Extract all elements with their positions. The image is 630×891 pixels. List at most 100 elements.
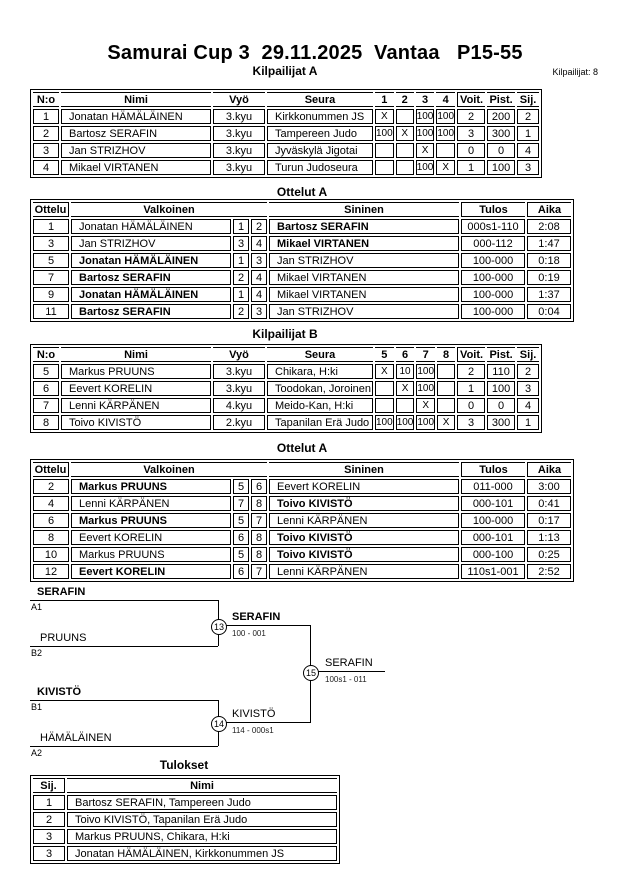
match-time: 1:37	[527, 287, 571, 302]
bracket-player-name: PRUUNS	[40, 632, 87, 644]
result-name: Markus PRUUNS, Chikara, H:ki	[67, 829, 337, 844]
competitor-club: Jyväskylä Jigotai	[267, 143, 373, 158]
column-header: Nimi	[61, 347, 211, 362]
match-winner-name: KIVISTÖ	[232, 708, 276, 720]
column-header: Ottelu	[33, 202, 69, 217]
points-cell: 100	[487, 381, 516, 396]
blue-player-number: 7	[251, 564, 267, 579]
competitor-club: Tampereen Judo	[267, 126, 373, 141]
blue-player-number: 4	[251, 287, 267, 302]
blue-player-name: Toivo KIVISTÖ	[269, 547, 459, 562]
column-header: Aika	[527, 202, 571, 217]
competitor-name: Lenni KÄRPÄNEN	[61, 398, 211, 413]
match-result: 000s1-110	[461, 219, 525, 234]
bracket-line	[30, 700, 218, 701]
column-header: Vyö	[213, 92, 265, 107]
match-number: 11	[33, 304, 69, 319]
competitor-belt: 3.kyu	[213, 364, 265, 379]
pool-b-title: Kilpailijat B	[252, 327, 318, 341]
column-header: 5	[375, 347, 394, 362]
competitor-number: 4	[33, 160, 59, 175]
pool-result-cell: X	[395, 126, 414, 141]
white-player-name: Markus PRUUNS	[71, 479, 231, 494]
competitor-club: Chikara, H:ki	[267, 364, 373, 379]
points-cell: 110	[487, 364, 516, 379]
pool-result-cell	[395, 160, 414, 175]
white-player-number: 5	[233, 513, 249, 528]
match-result: 000-101	[461, 530, 525, 545]
result-name: Jonatan HÄMÄLÄINEN, Kirkkonummen JS	[67, 846, 337, 861]
pool-result-cell: X	[437, 415, 456, 430]
pool-result-cell	[375, 143, 394, 158]
competitor-name: Markus PRUUNS	[61, 364, 211, 379]
blue-player-number: 8	[251, 547, 267, 562]
pool-result-cell: X	[416, 398, 436, 413]
pool-result-cell: X	[395, 381, 415, 396]
blue-player-number: 4	[251, 236, 267, 251]
match-time: 0:41	[527, 496, 571, 511]
match-time: 0:18	[527, 253, 571, 268]
match-time: 0:17	[527, 513, 571, 528]
match-result: 000-100	[461, 547, 525, 562]
place-cell: 4	[517, 143, 540, 158]
blue-player-name: Mikael VIRTANEN	[269, 287, 459, 302]
competitor-name: Eevert KORELIN	[61, 381, 211, 396]
match-result: 100-000	[461, 513, 525, 528]
column-header: Sij.	[517, 347, 540, 362]
bracket-line	[30, 600, 218, 601]
match-result: 100-000	[461, 287, 525, 302]
blue-player-number: 8	[251, 530, 267, 545]
competitor-belt: 4.kyu	[213, 398, 265, 413]
column-header: Seura	[267, 92, 373, 107]
column-header: Pist.	[487, 92, 516, 107]
competitor-belt: 3.kyu	[213, 126, 265, 141]
pool-result-cell: X	[436, 160, 456, 175]
pool-result-cell: 100	[416, 381, 436, 396]
competitor-club: Kirkkonummen JS	[267, 109, 373, 124]
bracket-player-name: SERAFIN	[37, 586, 86, 598]
place-cell: 2	[517, 109, 540, 124]
blue-player-name: Eevert KORELIN	[269, 479, 459, 494]
match-winner-name: SERAFIN	[232, 611, 281, 623]
pool-result-cell	[395, 398, 415, 413]
white-player-number: 5	[233, 547, 249, 562]
pool-result-cell	[375, 160, 394, 175]
column-header: Sij.	[33, 778, 65, 793]
blue-player-number: 2	[251, 219, 267, 234]
result-place: 1	[33, 795, 65, 810]
wins-cell: 2	[457, 364, 486, 379]
match-score: 100 - 001	[232, 629, 266, 638]
competitor-belt: 3.kyu	[213, 143, 265, 158]
column-header: Sij.	[517, 92, 540, 107]
match-number: 3	[33, 236, 69, 251]
white-player-name: Jonatan HÄMÄLÄINEN	[71, 219, 231, 234]
match-result: 000-101	[461, 496, 525, 511]
pool-result-cell: 100	[416, 415, 436, 430]
results-title: Tulokset	[159, 758, 209, 772]
points-cell: 0	[487, 398, 516, 413]
match-number: 8	[33, 530, 69, 545]
white-player-number: 1	[233, 253, 249, 268]
blue-player-name: Jan STRIZHOV	[269, 304, 459, 319]
white-player-number: 6	[233, 564, 249, 579]
blue-player-number: 7	[251, 513, 267, 528]
blue-player-number: 3	[251, 253, 267, 268]
place-cell: 1	[517, 415, 540, 430]
competitor-number: 2	[33, 126, 59, 141]
column-header: Valkoinen	[71, 202, 267, 217]
competitor-number: 5	[33, 364, 59, 379]
bracket-line	[317, 671, 385, 672]
match-winner-name: SERAFIN	[325, 657, 373, 669]
column-header: Vyö	[213, 347, 265, 362]
